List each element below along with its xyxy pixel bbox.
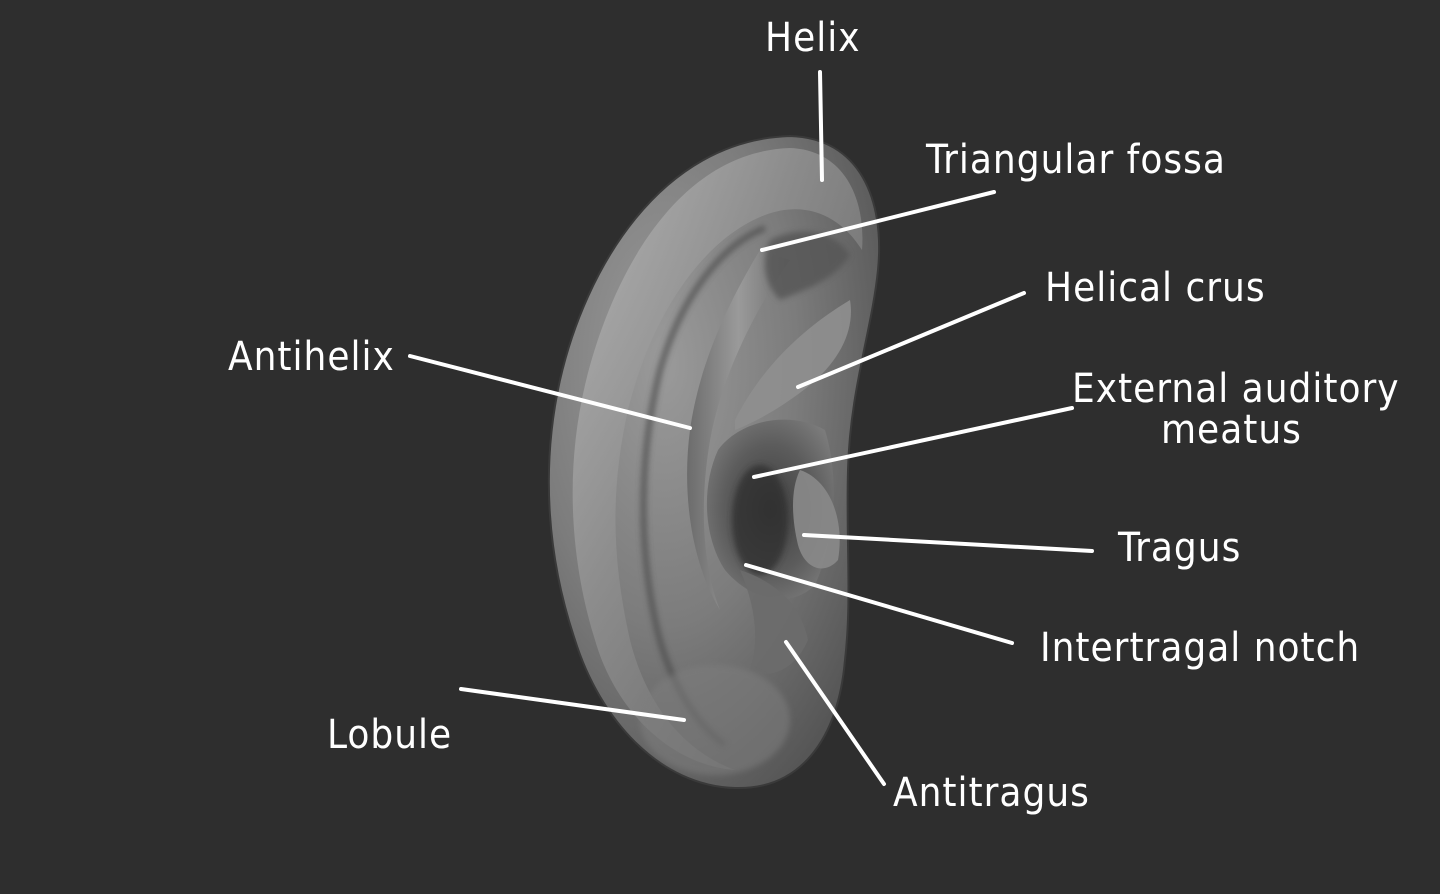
label-intertragal-notch: Intertragal notch — [1040, 625, 1360, 671]
leader-lobule — [459, 687, 686, 722]
label-antihelix: Antihelix — [228, 334, 395, 380]
leader-external-auditory-meatus — [752, 406, 1074, 479]
helical-crus-shape — [735, 300, 851, 430]
label-external-auditory-meatus-line2: meatus — [1161, 407, 1302, 453]
label-tragus: Tragus — [1117, 525, 1241, 571]
ear-illustration — [547, 134, 881, 790]
leader-triangular-fossa — [760, 190, 996, 252]
tragus-shape — [793, 470, 840, 569]
antihelix-ridge — [687, 250, 790, 610]
lobule-shape — [640, 665, 790, 775]
helix-rim — [572, 148, 863, 770]
leader-lines — [408, 70, 1094, 786]
label-helical-crus: Helical crus — [1045, 265, 1266, 311]
leader-antihelix — [408, 354, 692, 430]
label-triangular-fossa: Triangular fossa — [925, 137, 1226, 183]
labels: Helix Triangular fossa Helical crus Anti… — [228, 15, 1400, 816]
label-lobule: Lobule — [327, 712, 452, 758]
leader-helical-crus — [796, 291, 1026, 389]
meatus-shadow — [732, 465, 788, 575]
label-external-auditory-meatus-line1: External auditory — [1072, 366, 1400, 412]
leader-intertragal-notch — [744, 563, 1014, 645]
leader-tragus — [802, 533, 1094, 553]
label-antitragus: Antitragus — [893, 770, 1090, 816]
label-helix: Helix — [765, 15, 861, 61]
leader-antitragus — [784, 640, 886, 786]
leader-helix — [818, 70, 824, 182]
triangular-fossa-shape — [764, 231, 850, 300]
